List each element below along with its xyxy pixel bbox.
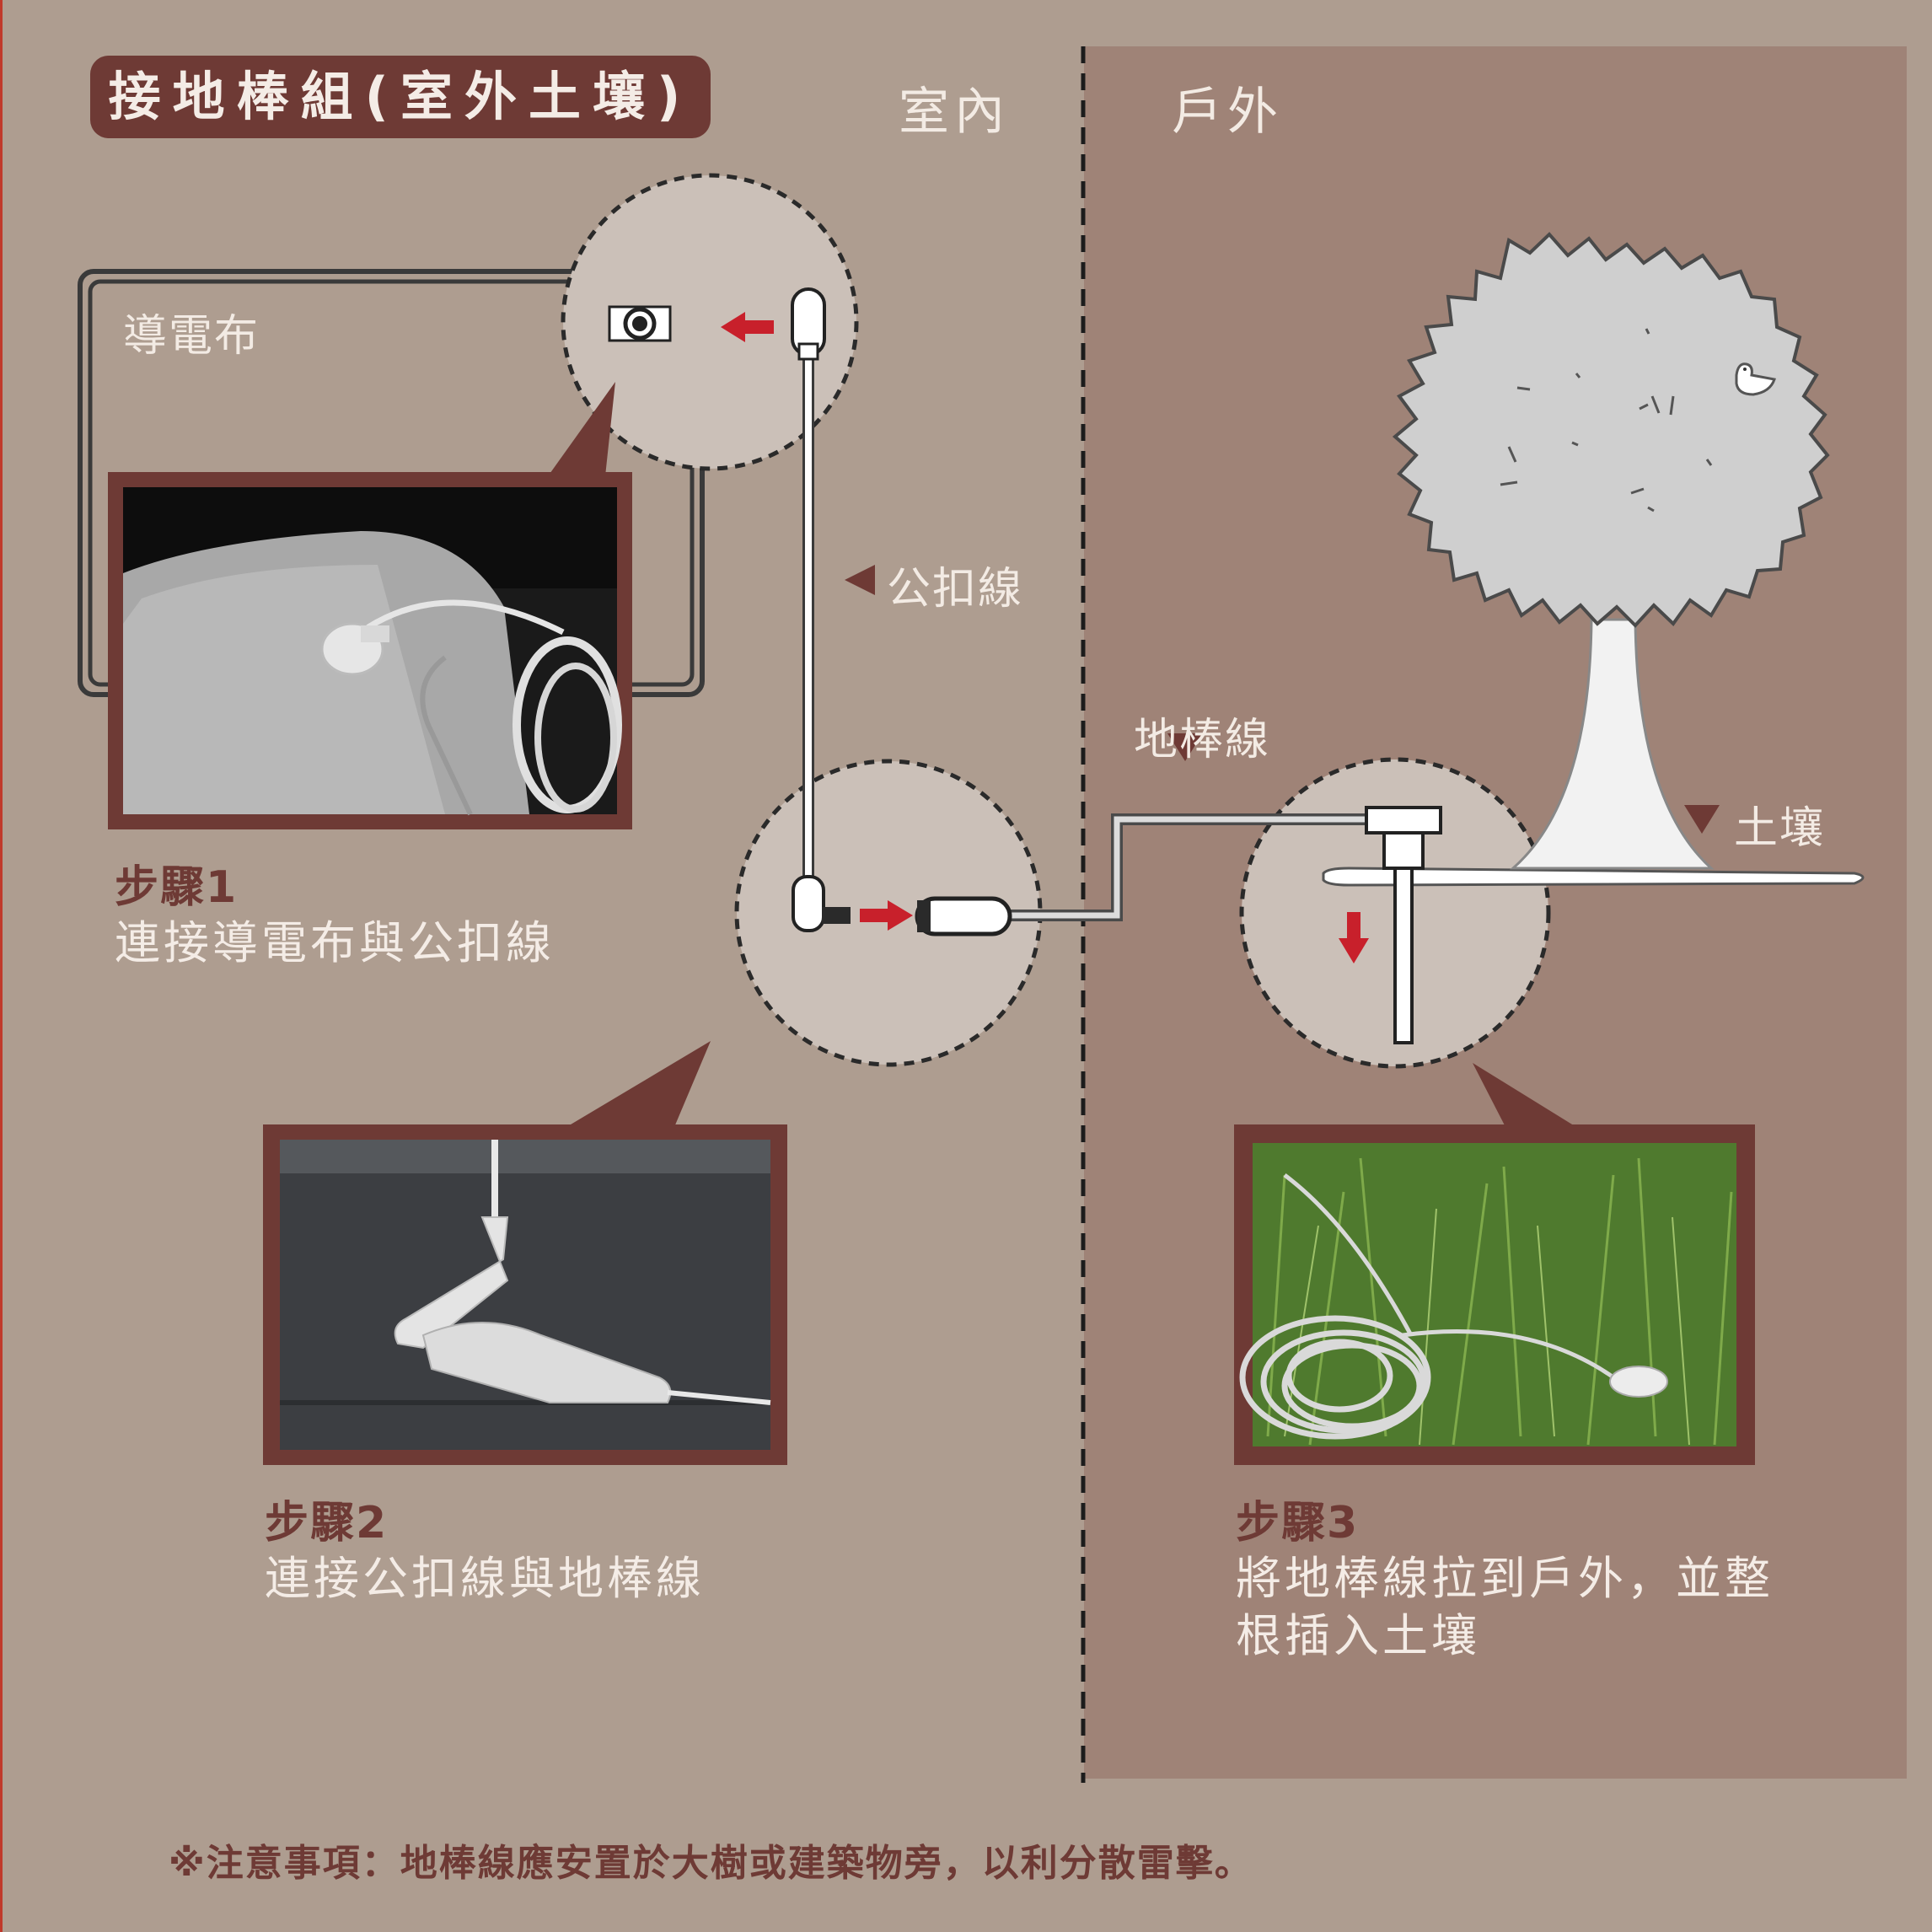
- zoom-circle-snap: [561, 173, 859, 471]
- arrow-down-icon: [1339, 912, 1369, 963]
- snap-button-icon: [608, 305, 672, 342]
- step-1: 步驟1 連接導電布與公扣線: [115, 851, 555, 972]
- zone-label-outdoor: 戶外: [1172, 83, 1283, 142]
- safety-note: ※注意事項：地棒線應安置於大樹或建築物旁，以利分散雷擊。: [169, 1842, 1253, 1885]
- step-2: 步驟2 連接公扣線與地棒線: [265, 1487, 705, 1607]
- step-3: 步驟3 將地棒線拉到戶外，並整 根插入土壤: [1236, 1487, 1774, 1665]
- male-snap-cable: [791, 287, 851, 932]
- photo-connector: [263, 1124, 787, 1465]
- triangle-pointer-icon: [1684, 805, 1720, 834]
- tree-icon: [1392, 232, 1830, 870]
- label-soil: 土壤: [1734, 803, 1826, 854]
- label-conductive-cloth: 導電布: [123, 311, 260, 362]
- soil-surface: [1322, 867, 1865, 887]
- step-3-description-line-2: 根插入土壤: [1236, 1609, 1480, 1662]
- step-1-description: 連接導電布與公扣線: [115, 916, 555, 969]
- ground-rod-icon: [1365, 806, 1442, 1044]
- photo-grass: [1234, 1124, 1755, 1465]
- left-edge-rule: [0, 0, 3, 1932]
- callout-pointer-3: [1473, 1063, 1576, 1127]
- callout-pointer-2: [566, 1041, 711, 1127]
- label-male-snap-cable: 公扣線: [887, 564, 1024, 614]
- photo-conductive-cloth: [108, 472, 632, 829]
- callout-pointer-1: [548, 382, 615, 476]
- triangle-pointer-icon: [845, 565, 875, 595]
- triangle-pointer-icon: [1167, 733, 1203, 761]
- step-2-description: 連接公扣線與地棒線: [265, 1552, 705, 1605]
- bird-icon: [1735, 362, 1776, 396]
- step-3-description-line-1: 將地棒線拉到戶外，並整: [1236, 1552, 1774, 1605]
- page-title: 接地棒組(室外土壤): [90, 56, 711, 138]
- label-ground-rod-cable: 地棒線: [1134, 715, 1271, 765]
- step-2-title: 步驟2: [265, 1498, 389, 1548]
- arrow-left-icon: [721, 312, 774, 342]
- step-3-title: 步驟3: [1236, 1498, 1360, 1548]
- ground-rod-cable: [915, 813, 1370, 936]
- zone-label-indoor: 室內: [899, 83, 1010, 142]
- step-1-title: 步驟1: [115, 862, 239, 913]
- arrow-right-icon: [860, 900, 913, 931]
